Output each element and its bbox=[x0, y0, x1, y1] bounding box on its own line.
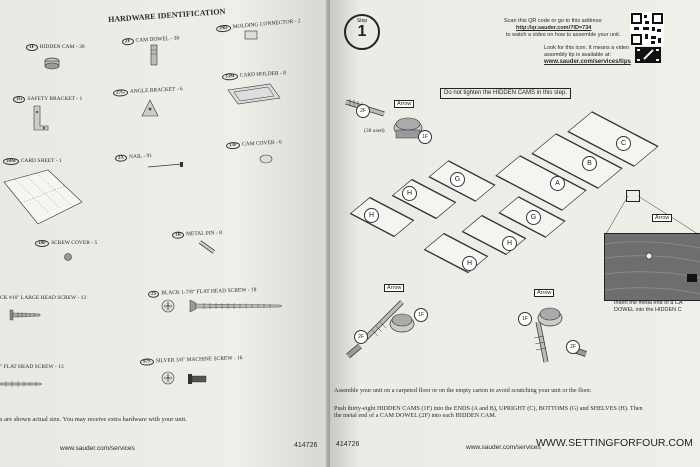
qr-code-icon[interactable] bbox=[630, 12, 664, 46]
angle-bracket-icon bbox=[138, 96, 162, 118]
video-tip-text-2: assembly tip is available at: bbox=[544, 52, 611, 58]
metal-pin-icon bbox=[196, 238, 218, 258]
cam-insert-diagram-left bbox=[336, 294, 436, 364]
warning-box: Do not tighten the HIDDEN CAMS in this s… bbox=[440, 88, 572, 99]
card-sheet-icon bbox=[2, 168, 84, 226]
instruction-2b: the metal end of a CAM DOWEL (2F) into e… bbox=[334, 412, 497, 419]
qr-instruction-2: to watch a video on how to assemble your… bbox=[506, 32, 621, 38]
screw-cover-icon bbox=[63, 249, 73, 261]
panel-label-a: A bbox=[550, 176, 565, 191]
step-number: 1 bbox=[357, 23, 367, 40]
left-footer-number: 414726 bbox=[294, 442, 318, 449]
right-footer-number: 414726 bbox=[336, 441, 360, 448]
inset-wood-detail bbox=[604, 233, 700, 301]
hw-item-large-head-screw: CK #16" LARGE HEAD SCREW - 13 bbox=[0, 295, 87, 301]
molding-connector-icon bbox=[242, 28, 260, 40]
machine-screw-icon bbox=[186, 372, 210, 386]
watermark: WWW.SETTINGFORFOUR.COM bbox=[536, 437, 693, 449]
right-footer-url[interactable]: www.sauder.com/services bbox=[466, 444, 541, 451]
hidden-cam-icon bbox=[42, 56, 62, 70]
hardware-footnote: s are shown actual size. You may receive… bbox=[0, 416, 187, 423]
inset-caption-1: Insert the metal end of a CA bbox=[614, 300, 683, 306]
arrow-callout-3: Arrow bbox=[534, 289, 555, 297]
panel-label-g-bottom: G bbox=[526, 210, 541, 225]
safety-bracket-icon bbox=[30, 104, 50, 132]
cam-insert-diagram-right bbox=[510, 298, 606, 374]
flat-head-screw-icon bbox=[188, 298, 284, 314]
hardware-label-1f-top: 1F bbox=[418, 130, 432, 144]
hardware-label-1f-left: 1F bbox=[414, 308, 428, 322]
short-screw-icon bbox=[0, 376, 44, 387]
hw-item-flat-head-screw: " FLAT HEAD SCREW - 13 bbox=[0, 364, 64, 370]
hardware-title: HARDWARE IDENTIFICATION bbox=[107, 6, 226, 25]
qr-url[interactable]: http://qr.sauder.com/?ID=734 bbox=[516, 25, 592, 31]
panel-label-h-4: H bbox=[462, 256, 477, 271]
zoom-lines bbox=[605, 196, 699, 235]
panel-label-h-3: H bbox=[502, 236, 517, 251]
card-holder-icon bbox=[226, 82, 282, 108]
panel-label-h-1: H bbox=[402, 186, 417, 201]
instruction-2a: Push thirty-eight HIDDEN CAMS (1F) into … bbox=[334, 405, 643, 412]
right-page: Step 1 Scan this QR code or go to this a… bbox=[330, 0, 700, 467]
cam-dowel-detail-diagram bbox=[344, 96, 430, 150]
arrow-callout-inset: Arrow bbox=[652, 214, 673, 222]
panel-label-c: C bbox=[616, 136, 631, 151]
cam-cover-icon bbox=[258, 152, 274, 164]
video-tip-icon bbox=[634, 46, 662, 64]
hardware-label-1f-right: 1F bbox=[518, 312, 532, 326]
inset-caption-2: DOWEL into the HIDDEN C bbox=[614, 307, 682, 313]
left-footer-url[interactable]: www.sauder.com/services bbox=[60, 445, 135, 452]
video-tips-url[interactable]: www.sauder.com/services/tips bbox=[544, 59, 631, 65]
arrow-callout-2: Arrow bbox=[384, 284, 405, 292]
zoom-indicator-box bbox=[626, 190, 640, 202]
panel-label-g-top: G bbox=[450, 172, 465, 187]
used-count: (38 used) bbox=[364, 128, 385, 134]
panel-label-b: B bbox=[582, 156, 597, 171]
hardware-label-2f-left: 2F bbox=[354, 330, 368, 344]
cam-dowel-icon bbox=[148, 44, 160, 66]
machine-screw-head-icon bbox=[160, 370, 176, 386]
qr-instruction-1: Scan this QR code or go to this address: bbox=[504, 18, 603, 24]
hardware-label-2f-right: 2F bbox=[566, 340, 580, 354]
instruction-1: Assemble your unit on a carpeted floor o… bbox=[334, 387, 592, 394]
panel-label-h-2: H bbox=[364, 208, 379, 223]
step-badge: Step 1 bbox=[344, 14, 380, 50]
arrow-callout-1: Arrow bbox=[394, 100, 415, 108]
hardware-label-2f-top: 2F bbox=[356, 104, 370, 118]
phillips-head-icon bbox=[160, 298, 176, 314]
nail-icon bbox=[146, 158, 186, 168]
large-head-screw-icon bbox=[8, 308, 42, 321]
video-tip-text-1: Look for this icon. It means a video bbox=[544, 45, 629, 51]
